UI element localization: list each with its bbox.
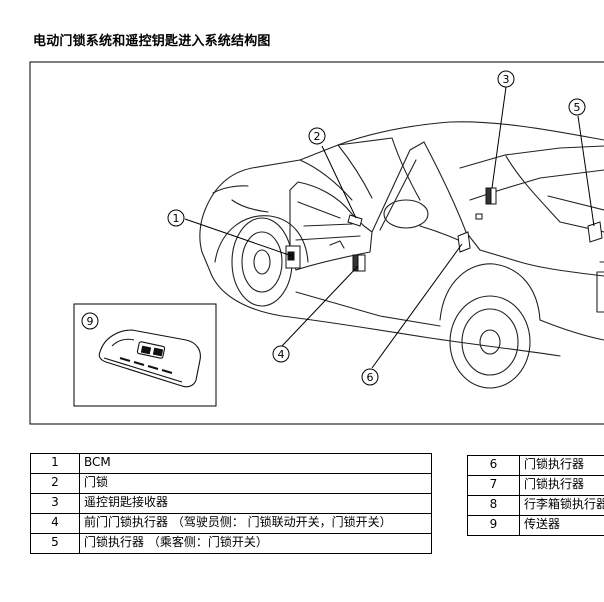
part-number: 3 — [30, 493, 80, 514]
svg-text:1: 1 — [173, 212, 180, 225]
part-number: 9 — [467, 515, 520, 536]
part-name: 前门门锁执行器 （驾驶员侧： 门锁联动开关，门锁开关） — [79, 513, 432, 534]
part-name: 遥控钥匙接收器 — [79, 493, 432, 514]
part-name: 传送器 — [519, 515, 604, 536]
rear-wheel — [449, 295, 531, 389]
callout-4: 4 — [272, 345, 290, 363]
front-wheel — [231, 217, 293, 307]
svg-text:4: 4 — [278, 348, 285, 361]
part-name: 门锁执行器 （乘客侧：门锁开关） — [79, 533, 432, 554]
callout-5: 5 — [568, 98, 586, 116]
part-passenger-door-actuator — [587, 221, 603, 243]
part-driver-door-actuator — [352, 254, 366, 272]
part-name: 门锁执行器 — [519, 475, 604, 496]
part-bcm — [285, 245, 301, 269]
svg-text:5: 5 — [574, 101, 581, 114]
part-number: 5 — [30, 533, 80, 554]
figure-frame — [29, 61, 604, 425]
part-rear-door-actuator — [457, 213, 483, 253]
part-name: 门锁执行器 — [519, 455, 604, 476]
leader-lines — [184, 86, 595, 369]
svg-text:9: 9 — [87, 315, 94, 328]
part-door-lock — [347, 214, 363, 227]
part-number: 6 — [467, 455, 520, 476]
callout-2: 2 — [308, 127, 326, 145]
part-name: BCM — [79, 453, 432, 474]
part-name: 行李箱锁执行器 — [519, 495, 604, 516]
transmitter-inset: 9 — [73, 303, 217, 407]
callout-1: 1 — [167, 209, 185, 227]
part-number: 4 — [30, 513, 80, 534]
svg-text:6: 6 — [367, 371, 374, 384]
part-number: 7 — [467, 475, 520, 496]
remote-key-icon — [98, 329, 201, 388]
svg-text:3: 3 — [503, 73, 510, 86]
diagram-title: 电动门锁系统和遥控钥匙进入系统结构图 — [33, 34, 271, 49]
part-keyless-receiver — [485, 187, 497, 205]
callout-6: 6 — [361, 368, 379, 386]
part-name: 门锁 — [79, 473, 432, 494]
callout-3: 3 — [497, 70, 515, 88]
part-number: 1 — [30, 453, 80, 474]
svg-text:2: 2 — [314, 130, 321, 143]
car-outline — [199, 121, 604, 389]
part-number: 2 — [30, 473, 80, 494]
part-number: 8 — [467, 495, 520, 516]
